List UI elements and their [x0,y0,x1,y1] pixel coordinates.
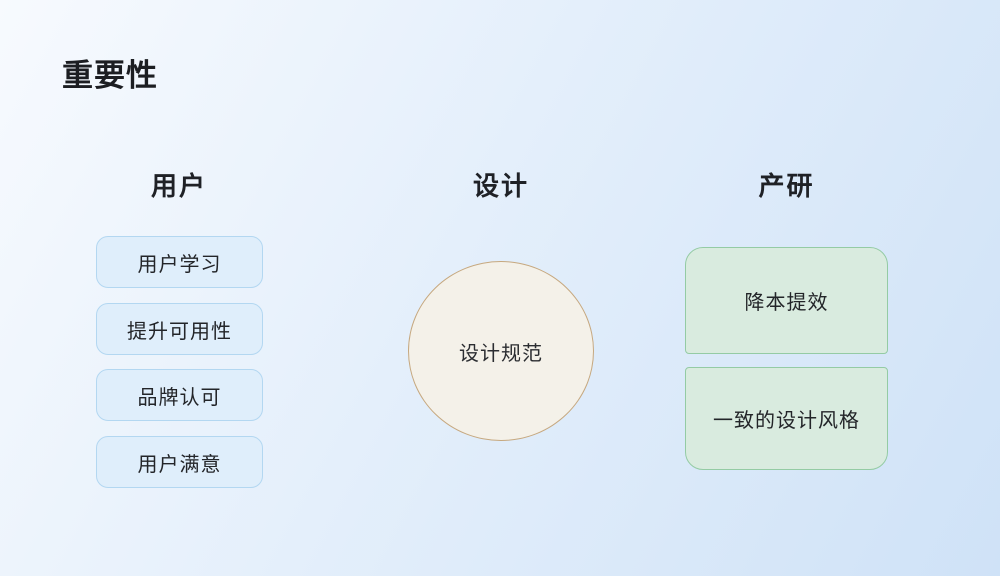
user-item-learning: 用户学习 [96,236,263,288]
user-item-usability: 提升可用性 [96,303,263,355]
column-header-design: 设计 [472,171,529,201]
design-spec-label: 设计规范 [459,342,543,365]
column-header-product: 产研 [758,171,815,201]
page-title: 重要性 [62,58,158,93]
design-spec-circle: 设计规范 [408,261,594,441]
user-item-brand: 品牌认可 [96,369,263,421]
product-item-cost-efficiency: 降本提效 [685,247,888,354]
column-header-user: 用户 [150,171,207,201]
user-item-satisfaction: 用户满意 [96,436,263,488]
product-item-consistent-style: 一致的设计风格 [685,367,888,470]
